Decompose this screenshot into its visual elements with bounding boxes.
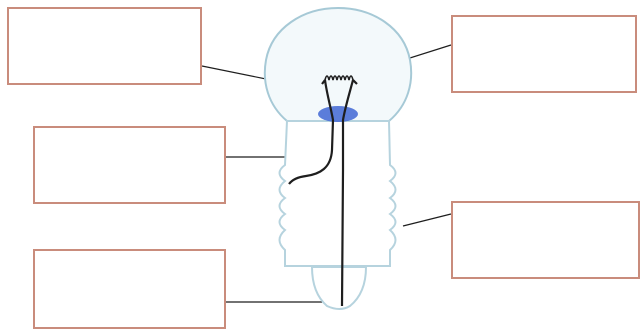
insulator-bead <box>318 106 358 122</box>
filament-coil <box>324 75 354 81</box>
label-box-middle-left[interactable] <box>33 126 226 204</box>
support-wire-right <box>340 79 358 307</box>
leader-line-glass <box>201 65 272 81</box>
contact-tip <box>310 266 368 310</box>
support-wire-left <box>288 79 335 185</box>
label-box-middle-right[interactable] <box>451 201 640 279</box>
label-box-bottom-left[interactable] <box>33 249 226 329</box>
screw-base <box>278 120 397 267</box>
label-box-top-right[interactable] <box>451 15 637 93</box>
leader-line-screw-base <box>402 213 452 227</box>
label-box-top-left[interactable] <box>7 7 202 85</box>
glass-bulb <box>263 6 413 122</box>
